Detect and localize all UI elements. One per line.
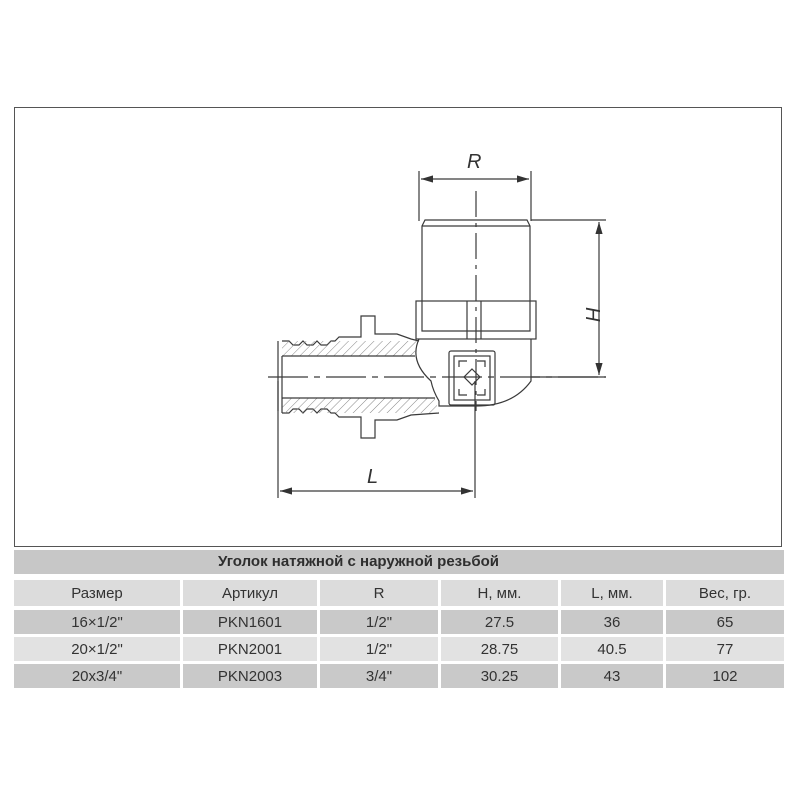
header-weight: Вес, гр. [666,580,784,606]
cell-h: 30.25 [441,664,558,688]
cell-l: 36 [561,610,663,634]
table-row: 20x3/4" PKN2003 3/4" 30.25 43 102 [14,664,784,688]
dim-label-h: H [581,307,603,322]
elbow-fitting-drawing: R H L [268,151,606,498]
cell-size: 20×1/2" [14,637,180,661]
table-title-band: Уголок натяжной с наружной резьбой [14,550,784,574]
cell-r: 3/4" [320,664,438,688]
table-row: 16×1/2" PKN1601 1/2" 27.5 36 65 [14,610,784,634]
header-h: H, мм. [441,580,558,606]
cell-weight: 102 [666,664,784,688]
cell-size: 20x3/4" [14,664,180,688]
cell-weight: 65 [666,610,784,634]
cell-size: 16×1/2" [14,610,180,634]
cell-weight: 77 [666,637,784,661]
table-row: 20×1/2" PKN2001 1/2" 28.75 40.5 77 [14,637,784,661]
dim-label-r: R [467,151,481,173]
header-size: Размер [14,580,180,606]
drawing-frame: R H L [14,107,782,547]
header-article: Артикул [183,580,317,606]
header-r: R [320,580,438,606]
table-header-row: Размер Артикул R H, мм. L, мм. Вес, гр. [14,580,784,606]
cell-h: 27.5 [441,610,558,634]
cell-l: 40.5 [561,637,663,661]
cell-h: 28.75 [441,637,558,661]
cell-article: PKN2001 [183,637,317,661]
cell-r: 1/2" [320,610,438,634]
header-l: L, мм. [561,580,663,606]
cell-article: PKN2003 [183,664,317,688]
table-title: Уголок натяжной с наружной резьбой [218,553,499,570]
cell-article: PKN1601 [183,610,317,634]
cell-r: 1/2" [320,637,438,661]
cell-l: 43 [561,664,663,688]
dim-label-l: L [367,466,378,488]
